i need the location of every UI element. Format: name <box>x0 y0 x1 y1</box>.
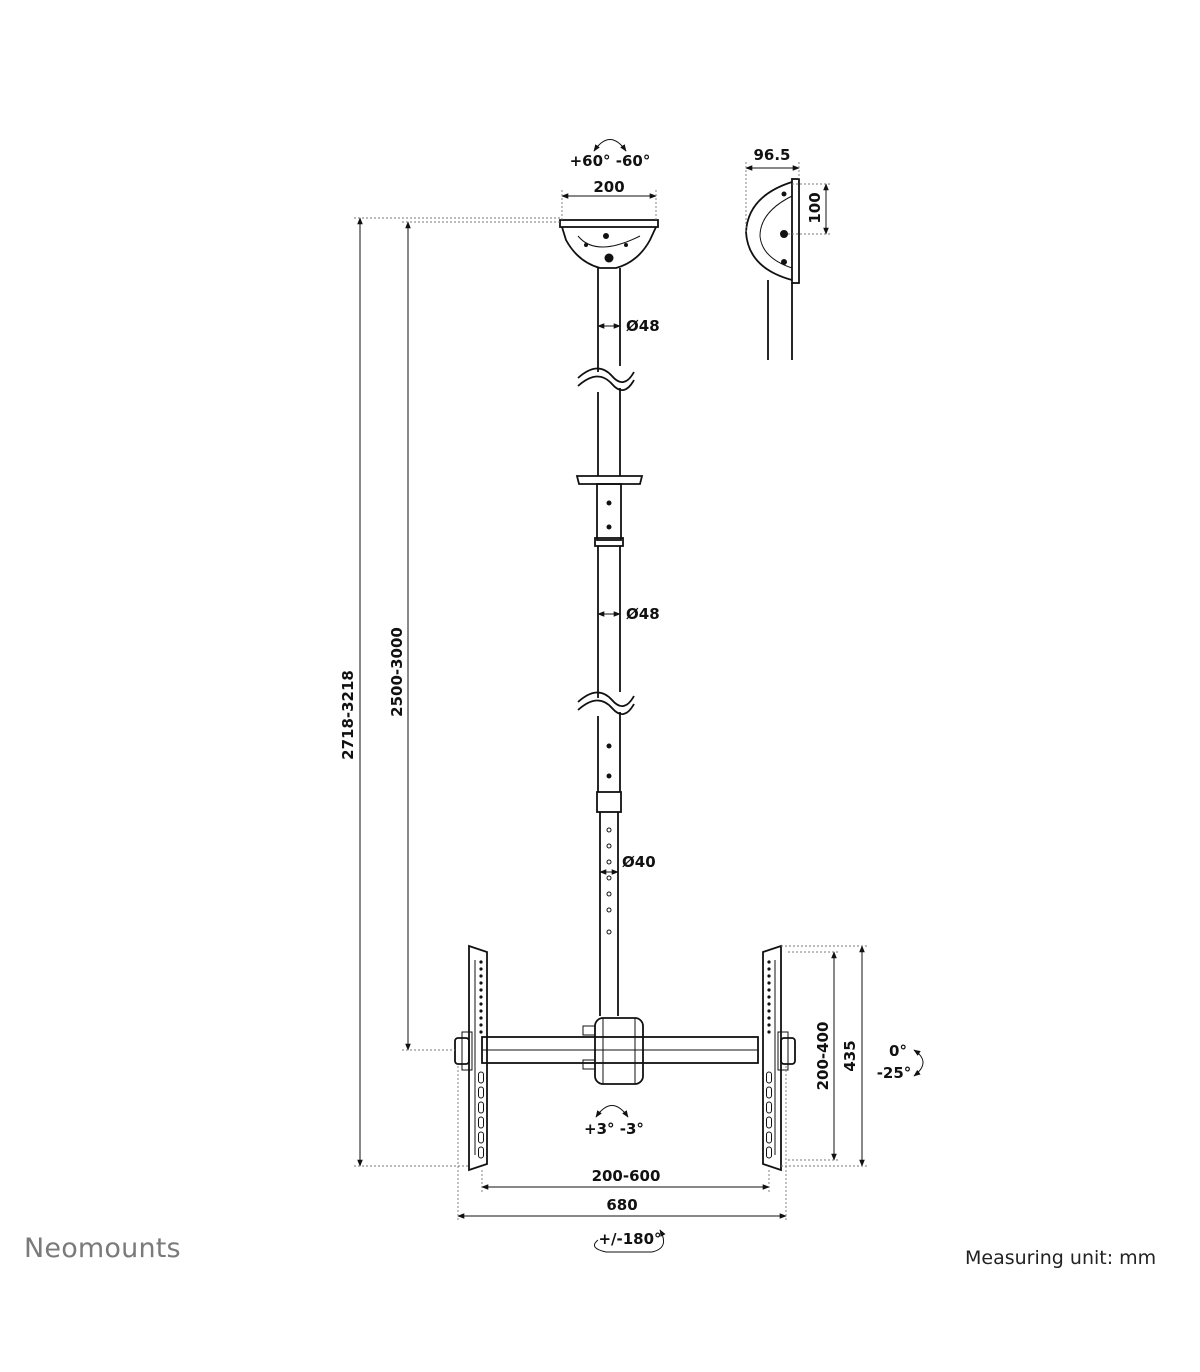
side-depth-label: 96.5 <box>753 146 790 164</box>
middle-pole <box>577 546 635 813</box>
vesa-hole <box>479 967 483 971</box>
vesa-hole <box>479 960 483 964</box>
vesa-slot <box>766 1101 772 1114</box>
vesa-hole <box>767 995 771 999</box>
vesa-slot <box>478 1101 484 1114</box>
bracket-height-label: 435 <box>841 1040 859 1071</box>
vesa-hole <box>479 1016 483 1020</box>
vesa-hole <box>767 960 771 964</box>
crossbar <box>481 1017 759 1085</box>
vesa-hole <box>479 1002 483 1006</box>
vesa-vertical-label: 200-400 <box>814 1022 832 1091</box>
ceiling-plate <box>559 219 659 269</box>
vesa-hole <box>767 1016 771 1020</box>
vesa-hole <box>479 995 483 999</box>
pole-diameter-mid-label: Ø48 <box>626 605 660 623</box>
vesa-hole <box>767 967 771 971</box>
vesa-hole <box>767 1030 771 1034</box>
vesa-slot <box>766 1116 772 1129</box>
brand-logo: Neomounts <box>24 1233 181 1264</box>
pole-length-label: 2500-3000 <box>388 627 406 717</box>
vesa-horizontal-label: 200-600 <box>592 1167 661 1185</box>
roll-label: +3° -3° <box>584 1120 644 1138</box>
left-vesa-arm <box>454 944 488 1172</box>
right-vesa-arm <box>762 944 796 1172</box>
vesa-slot <box>766 1086 772 1099</box>
tilt-bottom-label: -25° <box>877 1064 912 1082</box>
pole-diameter-lower-label: Ø40 <box>622 853 656 871</box>
right-arm-holes <box>766 960 772 1159</box>
total-height-label: 2718-3218 <box>339 670 357 760</box>
vesa-hole <box>479 974 483 978</box>
dimension-lines <box>354 162 924 1253</box>
vesa-slot <box>766 1071 772 1084</box>
vesa-hole <box>479 1023 483 1027</box>
vesa-slot <box>478 1146 484 1159</box>
vesa-slot <box>478 1131 484 1144</box>
vesa-slot <box>478 1071 484 1084</box>
plate-width-label: 200 <box>593 178 624 196</box>
pole-diameter-upper-label: Ø48 <box>626 317 660 335</box>
measuring-unit-label: Measuring unit: mm <box>965 1247 1157 1269</box>
vesa-hole <box>767 1009 771 1013</box>
vesa-hole <box>479 981 483 985</box>
upper-pole <box>577 268 635 476</box>
vesa-hole <box>767 974 771 978</box>
ceiling-rotation-label: +60° -60° <box>570 152 651 170</box>
vesa-hole <box>767 1002 771 1006</box>
pole-coupling <box>575 475 644 547</box>
vesa-hole <box>767 981 771 985</box>
vesa-hole <box>479 988 483 992</box>
vesa-hole <box>767 1023 771 1027</box>
vesa-hole <box>479 1009 483 1013</box>
vesa-slot <box>766 1131 772 1144</box>
lower-pole <box>599 812 619 1016</box>
vesa-hole <box>479 1030 483 1034</box>
left-arm-holes <box>478 960 484 1159</box>
swivel-label: +/-180° <box>598 1230 661 1248</box>
overall-width-label: 680 <box>606 1196 637 1214</box>
side-view-plate <box>745 178 800 360</box>
ceiling-rotation-arrow <box>593 139 627 152</box>
vesa-hole <box>767 988 771 992</box>
side-height-label: 100 <box>806 192 824 223</box>
vesa-slot <box>766 1146 772 1159</box>
vesa-slot <box>478 1086 484 1099</box>
tilt-top-label: 0° <box>889 1042 907 1060</box>
vesa-slot <box>478 1116 484 1129</box>
